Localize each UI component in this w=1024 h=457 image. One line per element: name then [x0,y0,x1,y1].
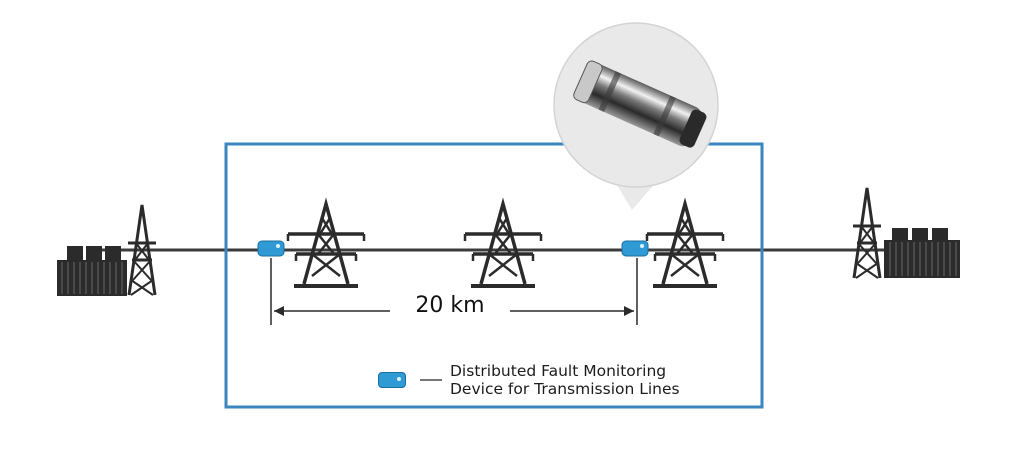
tower-icon-1 [286,202,366,290]
legend-line-2: Device for Transmission Lines [450,380,680,398]
legend-leader-line [420,379,442,381]
substation-icon-left [57,246,127,296]
tower-icon-3 [645,202,725,290]
device-zoom-icon [553,22,719,210]
monitoring-device-legend-icon [378,372,406,388]
legend-line-1: Distributed Fault Monitoring [450,362,667,380]
monitoring-device-icon-right [621,240,649,257]
distance-label: 20 km [390,293,510,318]
substation-icon-right [884,228,960,278]
legend: Distributed Fault Monitoring Device for … [378,362,680,398]
tower-icon-2 [463,202,543,290]
monitoring-device-icon-left [257,240,285,257]
legend-text: Distributed Fault Monitoring Device for … [450,362,680,398]
tower-icon-right-end [851,186,883,280]
monitoring-section-frame [224,142,764,409]
